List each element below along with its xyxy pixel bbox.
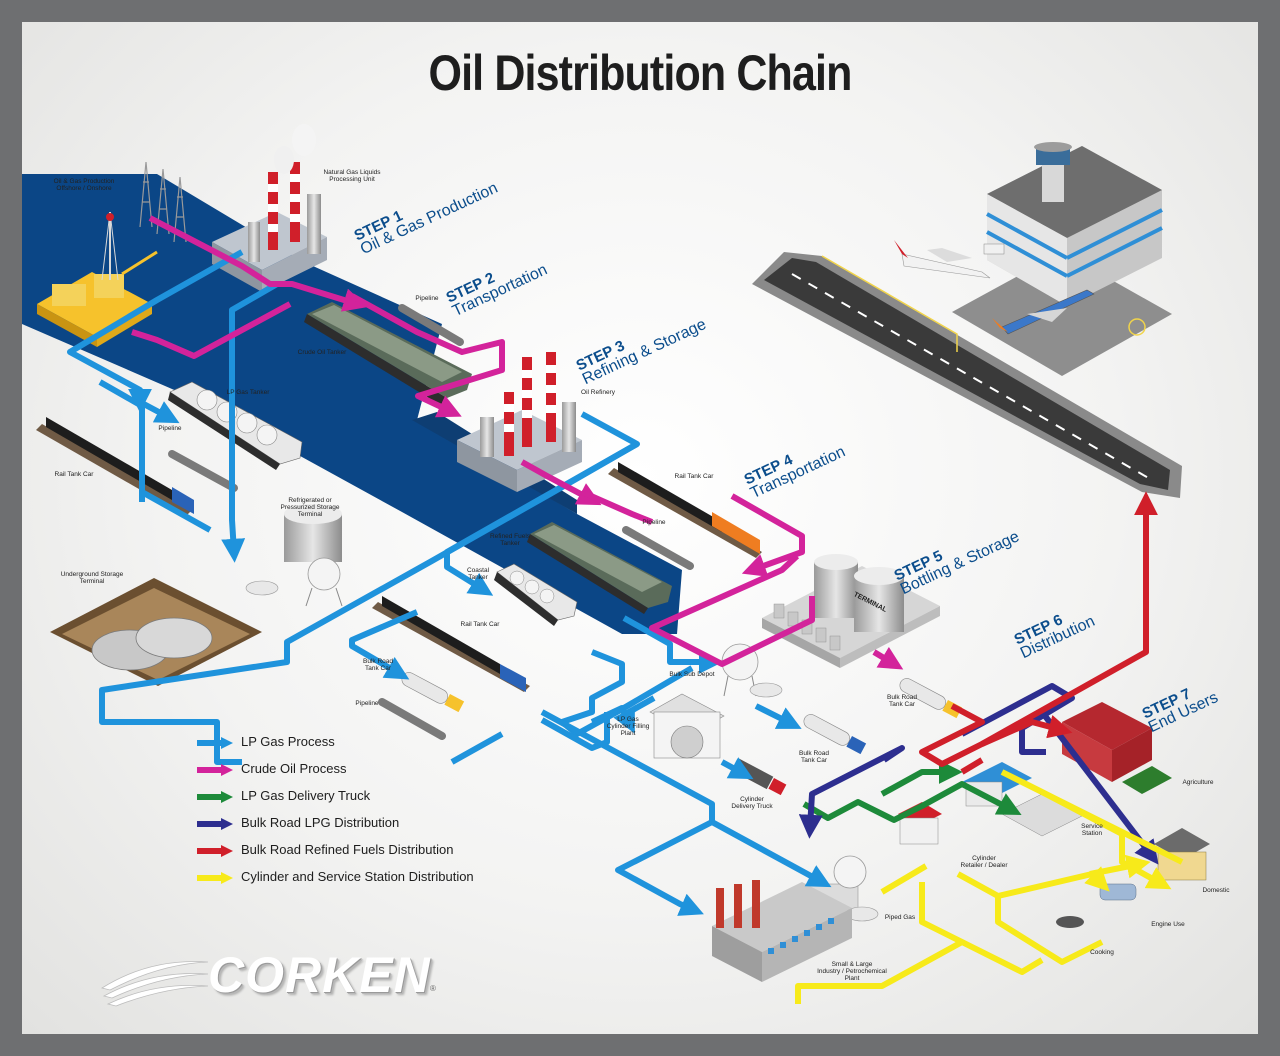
- label-bulk-road-tank-car-1: Bulk Road Tank Car: [363, 658, 393, 672]
- label-oil-refinery: Oil Refinery: [581, 389, 615, 396]
- label-pipeline-4: Pipeline: [355, 700, 379, 707]
- label-rail-tank-car-1: Rail Tank Car: [54, 471, 94, 478]
- label-ngl-unit: Natural Gas Liquids Processing Unit: [323, 169, 381, 183]
- label-underground-terminal: Underground Storage Terminal: [60, 571, 124, 585]
- oil-refinery: [457, 352, 582, 492]
- rail-tank-car-3: [372, 596, 530, 692]
- logo-swoosh-icon: [100, 961, 209, 1007]
- label-rail-tank-car-2: Rail Tank Car: [674, 473, 714, 480]
- label-industry: Small & Large Industry / Petrochemical P…: [817, 961, 887, 982]
- airport: [894, 142, 1172, 376]
- label-crude-oil-tanker: Crude Oil Tanker: [297, 349, 347, 356]
- label-lp-gas-tanker: LP Gas Tanker: [226, 389, 270, 396]
- logo-registered-mark: ®: [430, 984, 436, 993]
- label-oil-gas-production: Oil & Gas Production Offshore / Onshore: [53, 178, 115, 192]
- logo-wordmark: CORKEN: [208, 947, 431, 1003]
- bottling-terminal: [762, 554, 940, 668]
- label-pipeline-3: Pipeline: [642, 519, 666, 526]
- label-cylinder-retailer: Cylinder Retailer / Dealer: [960, 855, 1008, 869]
- legend-arrow-icon: [197, 872, 233, 884]
- label-cooking: Cooking: [1090, 949, 1114, 956]
- label-coastal-tanker: Coastal Tanker: [466, 567, 490, 581]
- runway: [752, 252, 1182, 498]
- rail-tank-car-2: [608, 462, 762, 558]
- refined-fuels-tanker: [527, 522, 672, 614]
- label-pipeline-1: Pipeline: [415, 295, 439, 302]
- crude-oil-tanker: [304, 302, 472, 406]
- label-cylinder-delivery-truck: Cylinder Delivery Truck: [731, 796, 773, 810]
- label-domestic: Domestic: [1202, 887, 1230, 894]
- legend-arrow-icon: [197, 845, 233, 857]
- pipelines: [168, 304, 694, 740]
- label-refined-fuels-tanker: Refined Fuels Tanker: [489, 533, 531, 547]
- underground-storage: [50, 578, 262, 686]
- label-rail-tank-car-3: Rail Tank Car: [460, 621, 500, 628]
- corken-logo: CORKEN ®: [100, 940, 480, 1010]
- label-piped-gas: Piped Gas: [884, 914, 916, 921]
- legend-arrow-icon: [197, 791, 233, 803]
- label-bulk-road-tank-car-3: Bulk Road Tank Car: [799, 750, 829, 764]
- page-title: Oil Distribution Chain: [428, 45, 852, 101]
- label-bulk-sub-depot: Bulk Sub Depot: [669, 671, 715, 678]
- crude-oil-flow: [131, 215, 904, 670]
- bulk-refined-flow: [919, 491, 1158, 775]
- label-bulk-road-tank-car-2: Bulk Road Tank Car: [887, 694, 917, 708]
- label-engine-use: Engine Use: [1151, 921, 1185, 928]
- lp-delivery-truck-flow: [802, 760, 1022, 823]
- refrigerated-terminal: [245, 504, 343, 607]
- flow-diagram: [22, 124, 1210, 1004]
- ngl-plant: [212, 124, 327, 292]
- label-refrigerated-terminal: Refrigerated or Pressurized Storage Term…: [280, 497, 340, 518]
- industrial-plant: [712, 880, 852, 982]
- legend-arrow-icon: [197, 737, 233, 749]
- end-user-buildings: [805, 702, 1210, 928]
- legend-arrow-icon: [197, 764, 233, 776]
- coastal-tanker: [494, 563, 578, 626]
- label-pipeline-2: Pipeline: [158, 425, 182, 432]
- label-service-station: Service Station: [1081, 823, 1103, 837]
- onshore-derricks: [139, 161, 187, 243]
- legend-arrow-icon: [197, 818, 233, 830]
- label-lp-gas-filling-plant: LP Gas Cylinder Filling Plant: [606, 716, 650, 737]
- lp-gas-flow: [67, 249, 832, 916]
- label-agriculture: Agriculture: [1182, 779, 1214, 786]
- lp-gas-filling-plant: [649, 693, 725, 759]
- cylinder-service-flow: [795, 769, 1184, 1004]
- water-body: [22, 174, 682, 634]
